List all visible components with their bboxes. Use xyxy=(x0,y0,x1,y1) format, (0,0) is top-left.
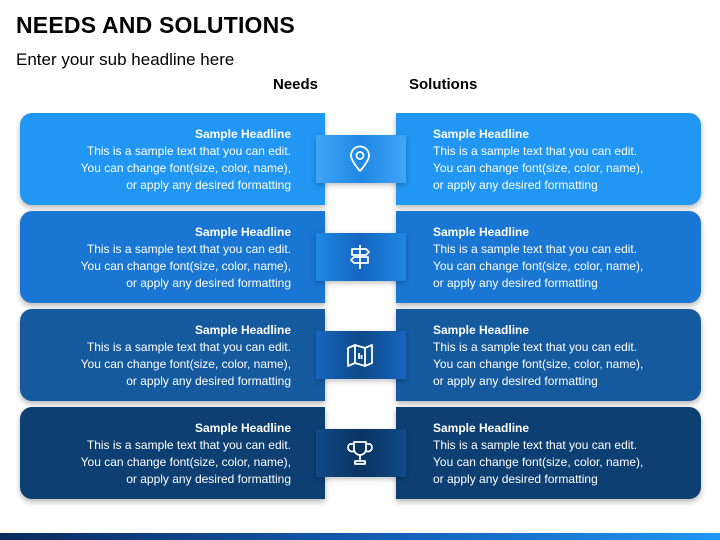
solutions-headline: Sample Headline xyxy=(433,421,530,435)
needs-text-line: or apply any desired formatting xyxy=(126,472,291,486)
solutions-text-line: You can change font(size, color, name), xyxy=(433,357,644,371)
needs-text-line: or apply any desired formatting xyxy=(126,178,291,192)
needs-card-3: Sample Headline This is a sample text th… xyxy=(20,309,325,401)
solutions-text-line: or apply any desired formatting xyxy=(433,374,598,388)
solutions-text-line: This is a sample text that you can edit. xyxy=(433,438,638,452)
solutions-card-4: Sample Headline This is a sample text th… xyxy=(396,407,701,499)
solutions-headline: Sample Headline xyxy=(433,127,530,141)
solutions-text-line: You can change font(size, color, name), xyxy=(433,455,644,469)
needs-headline: Sample Headline xyxy=(194,323,291,337)
solutions-headline: Sample Headline xyxy=(433,323,530,337)
needs-card-2: Sample Headline This is a sample text th… xyxy=(20,211,325,303)
signpost-icon xyxy=(340,238,380,276)
row-2: Sample Headline This is a sample text th… xyxy=(0,211,720,303)
map-icon xyxy=(340,336,380,374)
solutions-text-line: This is a sample text that you can edit. xyxy=(433,242,638,256)
needs-text-line: or apply any desired formatting xyxy=(126,374,291,388)
solutions-card-3: Sample Headline This is a sample text th… xyxy=(396,309,701,401)
needs-headline: Sample Headline xyxy=(194,127,291,141)
row-1: Sample Headline This is a sample text th… xyxy=(0,113,720,205)
row-3: Sample Headline This is a sample text th… xyxy=(0,309,720,401)
column-header-solutions: Solutions xyxy=(409,76,478,93)
solutions-text-line: or apply any desired formatting xyxy=(433,276,598,290)
solutions-card-1: Sample Headline This is a sample text th… xyxy=(396,113,701,205)
needs-text-line: This is a sample text that you can edit. xyxy=(86,438,291,452)
location-pin-icon xyxy=(340,140,380,178)
solutions-text-line: This is a sample text that you can edit. xyxy=(433,144,638,158)
trophy-icon xyxy=(340,434,380,472)
page-subtitle: Enter your sub headline here xyxy=(16,50,235,69)
solutions-text-line: This is a sample text that you can edit. xyxy=(433,340,638,354)
solutions-headline: Sample Headline xyxy=(433,225,530,239)
needs-text-line: You can change font(size, color, name), xyxy=(80,455,291,469)
solutions-card-2: Sample Headline This is a sample text th… xyxy=(396,211,701,303)
needs-card-1: Sample Headline This is a sample text th… xyxy=(20,113,325,205)
needs-card-4: Sample Headline This is a sample text th… xyxy=(20,407,325,499)
needs-headline: Sample Headline xyxy=(194,421,291,435)
row-4: Sample Headline This is a sample text th… xyxy=(0,407,720,499)
solutions-text-line: You can change font(size, color, name), xyxy=(433,259,644,273)
needs-text-line: This is a sample text that you can edit. xyxy=(86,242,291,256)
needs-text-line: This is a sample text that you can edit. xyxy=(86,340,291,354)
needs-text-line: You can change font(size, color, name), xyxy=(80,161,291,175)
solutions-text-line: You can change font(size, color, name), xyxy=(433,161,644,175)
footer-accent-bar xyxy=(0,533,720,540)
solutions-text-line: or apply any desired formatting xyxy=(433,178,598,192)
connector-band-4 xyxy=(316,429,406,477)
needs-text-line: This is a sample text that you can edit. xyxy=(86,144,291,158)
page-title: NEEDS AND SOLUTIONS xyxy=(16,12,295,38)
solutions-text-line: or apply any desired formatting xyxy=(433,472,598,486)
needs-headline: Sample Headline xyxy=(194,225,291,239)
needs-text-line: You can change font(size, color, name), xyxy=(80,357,291,371)
needs-text-line: or apply any desired formatting xyxy=(126,276,291,290)
needs-text-line: You can change font(size, color, name), xyxy=(80,259,291,273)
column-header-needs: Needs xyxy=(273,76,319,93)
